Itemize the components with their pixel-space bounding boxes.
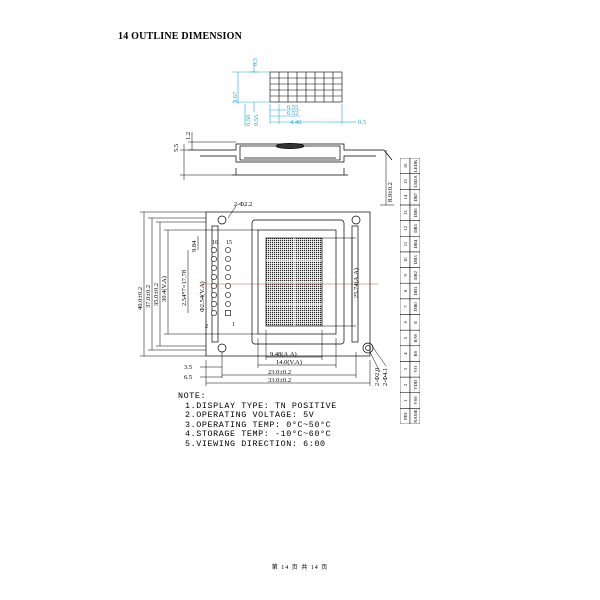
note-item-4: 4.STORAGE TEMP: -10°C~60°C	[185, 429, 332, 440]
mount-hole-bl	[217, 343, 227, 353]
note-item-2: 2.OPERATING VOLTAGE: 5V	[185, 410, 315, 421]
front-dim-lines	[140, 205, 387, 386]
pin-name: DB7	[413, 192, 418, 201]
pixel-dim-lines	[232, 62, 356, 126]
pin-number: 15	[403, 178, 408, 183]
notes-heading: NOTE:	[178, 391, 207, 401]
pin-name: E	[413, 321, 418, 324]
pin-number: 2	[403, 383, 408, 386]
pin-name: RS	[413, 350, 418, 356]
dim-left-offset-1: 3.5	[184, 364, 192, 371]
hole-dim-label: 2-Φ2.2	[234, 201, 252, 208]
pixel-dim-char-w: 4.40	[290, 119, 301, 126]
pin-name: VSS	[413, 396, 418, 405]
dim-pin-diameter: Φ2.54(V.A)	[199, 281, 206, 312]
pin-name: LEDK	[413, 159, 418, 172]
dim-active-area-width: 9.48(A.A)	[270, 351, 297, 358]
pin-table-cell	[409, 158, 420, 174]
pixel-dim-dot-h: 0.50	[245, 115, 252, 126]
pin-name: LEDA	[413, 175, 418, 188]
connector-pins	[211, 247, 231, 316]
pin-name: DB5	[413, 223, 418, 232]
pin-name: VO	[413, 365, 418, 372]
dim-view-area-width: 14.0(V.A)	[276, 359, 302, 366]
pin-name: DB6	[413, 208, 418, 217]
side-view	[188, 143, 393, 176]
dim-view-area-height: 30.4(V.A)	[161, 276, 168, 302]
viewing-area	[257, 229, 337, 335]
pixel-dim-gap-h: 0.5	[358, 119, 366, 126]
notes-block: NOTE: 1.DISPLAY TYPE: TN POSITIVE 2.OPER…	[178, 391, 337, 450]
pin-name: DB0	[413, 302, 418, 311]
pin-number: 8	[403, 289, 408, 292]
pixel-dim-height: 3.67	[232, 91, 239, 103]
dim-pin-pitch: 2.54*7=17.78	[181, 270, 188, 306]
pin-table-header: PIN	[403, 412, 408, 420]
pixel-dim-pitch: 0.52	[287, 110, 298, 117]
dim-hole-pitch-v: 37.0±0.2	[145, 285, 152, 308]
note-item-3: 3.OPERATING TEMP: 0°C~50°C	[185, 419, 332, 430]
mount-hole-tl	[217, 215, 227, 225]
pin-number: 5	[403, 336, 408, 339]
mount-hole-br	[362, 342, 374, 354]
pin-number-2: 2	[205, 324, 208, 330]
pin-number-1: 1	[232, 322, 235, 328]
dim-module-height: 40.0±0.2	[137, 287, 144, 310]
dim-module-width: 33.0±0.2	[268, 377, 291, 384]
front-view	[200, 211, 378, 357]
pixel-dim-dot-h2: 0.55	[253, 115, 260, 126]
dim-active-area-height: 25.74(A.A)	[353, 268, 360, 298]
side-dim-thickness: 1.2	[185, 132, 192, 140]
pin-number: 10	[403, 257, 408, 262]
mount-hole-tr	[351, 215, 361, 225]
note-item-1: 1.DISPLAY TYPE: TN POSITIVE	[185, 400, 337, 411]
note-item-5: 5.VIEWING DIRECTION: 6:00	[185, 438, 326, 449]
dim-left-offset-2: 6.5	[184, 374, 192, 381]
pin-number: 16	[403, 163, 408, 168]
pin-name: DB1	[413, 286, 418, 295]
pin-number: 14	[403, 194, 408, 199]
pin-name: DB4	[413, 239, 418, 248]
pixel-detail: 3.67 0.5 0.50 0.55 0.55 0.52 4.40 0.5	[232, 58, 366, 126]
pin-number-15: 15	[226, 240, 232, 246]
pin-number: 12	[403, 225, 408, 230]
pin-number: 7	[403, 305, 408, 308]
side-view-dims	[180, 132, 394, 206]
dim-pin-offset: 9.84	[191, 240, 198, 252]
pin-name: R/W	[413, 333, 418, 342]
side-dim-total: 8.9±0.2	[387, 182, 394, 202]
dim-hole-pitch-h: 23.0±0.2	[268, 369, 291, 376]
side-dim-height: 5.5	[173, 144, 180, 152]
dim-right-hole-small: 2-Φ2.0	[374, 368, 381, 386]
dim-right-hole-large: 2-Φ4.1	[382, 368, 389, 386]
pin-number: 11	[403, 241, 408, 246]
pin-assignment-table: PIN NAME 1 VSS 2 VDD 3 VO 4 RS 5 R/W 6 E 7 DB0 8 DB1 9 DB2 1…	[400, 158, 420, 424]
pin-table-header: NAME	[413, 409, 418, 423]
page-title: 14 OUTLINE DIMENSION	[118, 31, 243, 42]
pin-number-16: 16	[212, 240, 218, 246]
pin-number: 13	[403, 210, 408, 215]
pin-number: 6	[403, 320, 408, 323]
pixel-dim-gap-v: 0.5	[252, 58, 259, 66]
pin-number: 9	[403, 274, 408, 277]
pin-name: DB2	[413, 270, 418, 279]
pin-number: 3	[403, 367, 408, 370]
pin-number: 4	[403, 352, 408, 355]
pixel-grid	[269, 71, 343, 103]
bezel-outline	[251, 219, 345, 345]
page-footer: 第 14 页 共 14 页	[271, 565, 329, 571]
pin-name: DB3	[413, 255, 418, 264]
pixel-dim-dot-w: 0.55	[287, 104, 298, 111]
dim-bezel-height: 35.0±0.2	[153, 283, 160, 306]
pin-number: 1	[403, 399, 408, 402]
pin-name: VDD	[413, 379, 418, 390]
